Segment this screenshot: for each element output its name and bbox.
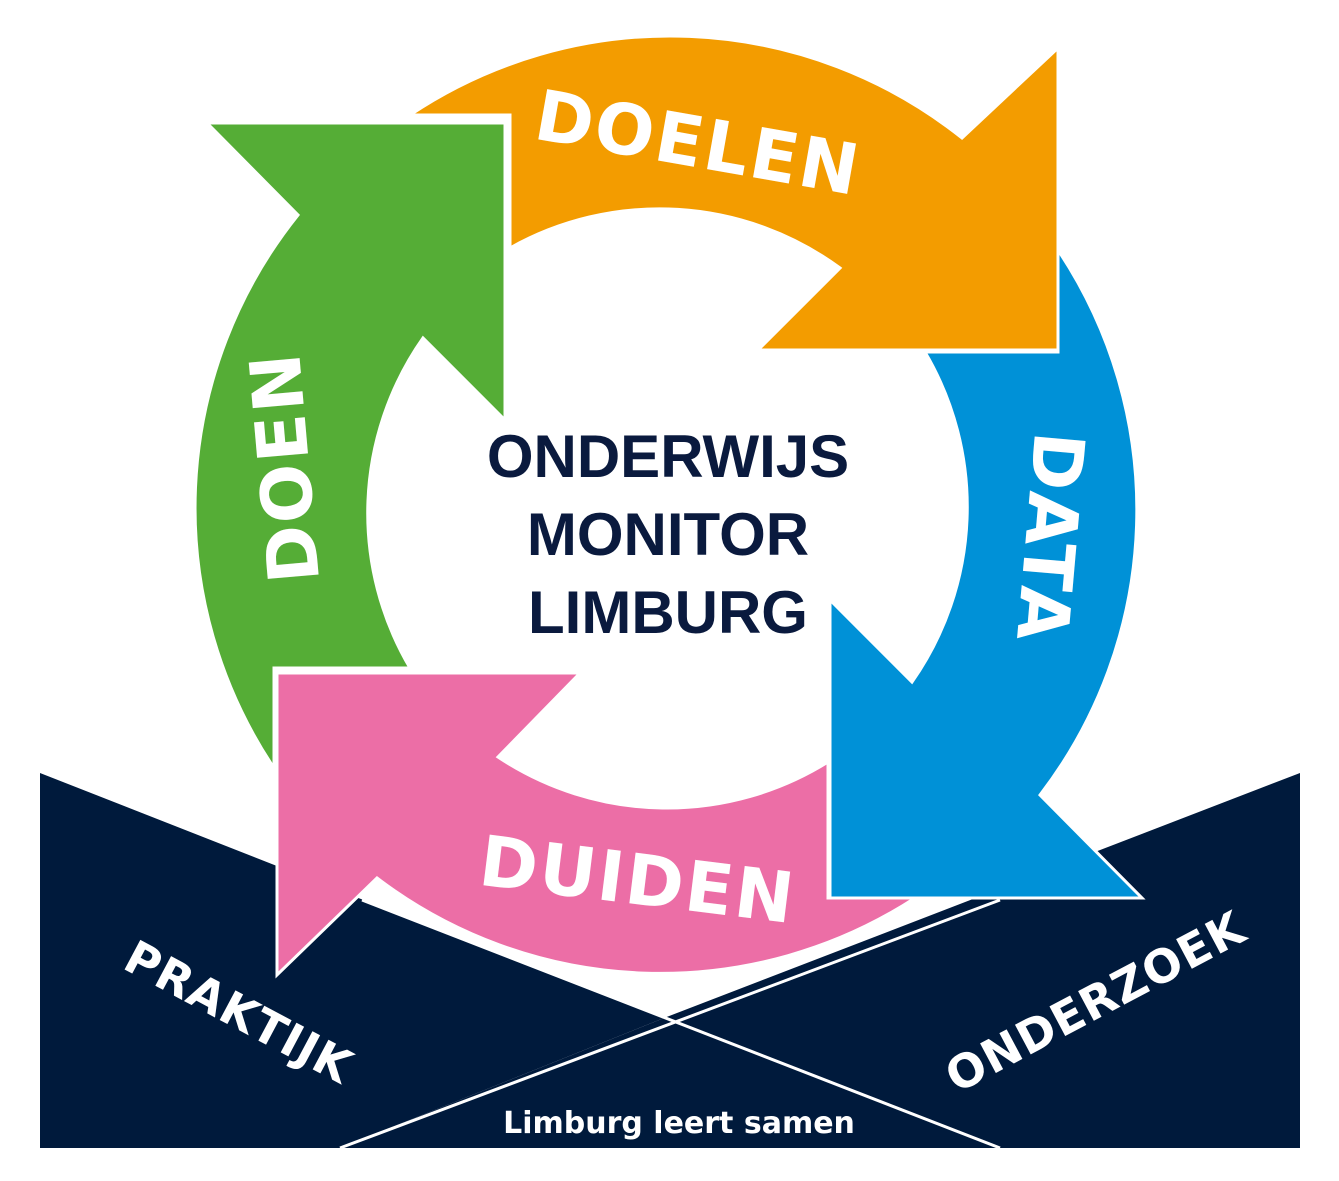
arrow-duiden	[275, 671, 921, 979]
arrow-doen	[193, 121, 507, 773]
center-line-1: ONDERWIJS	[487, 423, 849, 490]
band-left-wedge	[40, 773, 664, 1148]
arrow-data	[828, 245, 1146, 900]
band-right-wedge	[664, 773, 1300, 1148]
band-diagonal-left	[361, 898, 1001, 1150]
band-bottom-wedge	[340, 1018, 1000, 1148]
arrow-doelen	[405, 34, 1060, 352]
cycle-arrows	[193, 34, 1146, 979]
label-doen: DOEN	[234, 348, 336, 586]
tagline: Limburg leert samen	[503, 1106, 855, 1141]
center-line-3: LIMBURG	[528, 579, 808, 646]
base-band	[40, 773, 1300, 1150]
label-data: DATA	[1000, 429, 1100, 647]
center-title: ONDERWIJS MONITOR LIMBURG	[487, 423, 849, 646]
center-line-2: MONITOR	[527, 501, 809, 568]
band-diagonal-right	[339, 898, 1001, 1150]
